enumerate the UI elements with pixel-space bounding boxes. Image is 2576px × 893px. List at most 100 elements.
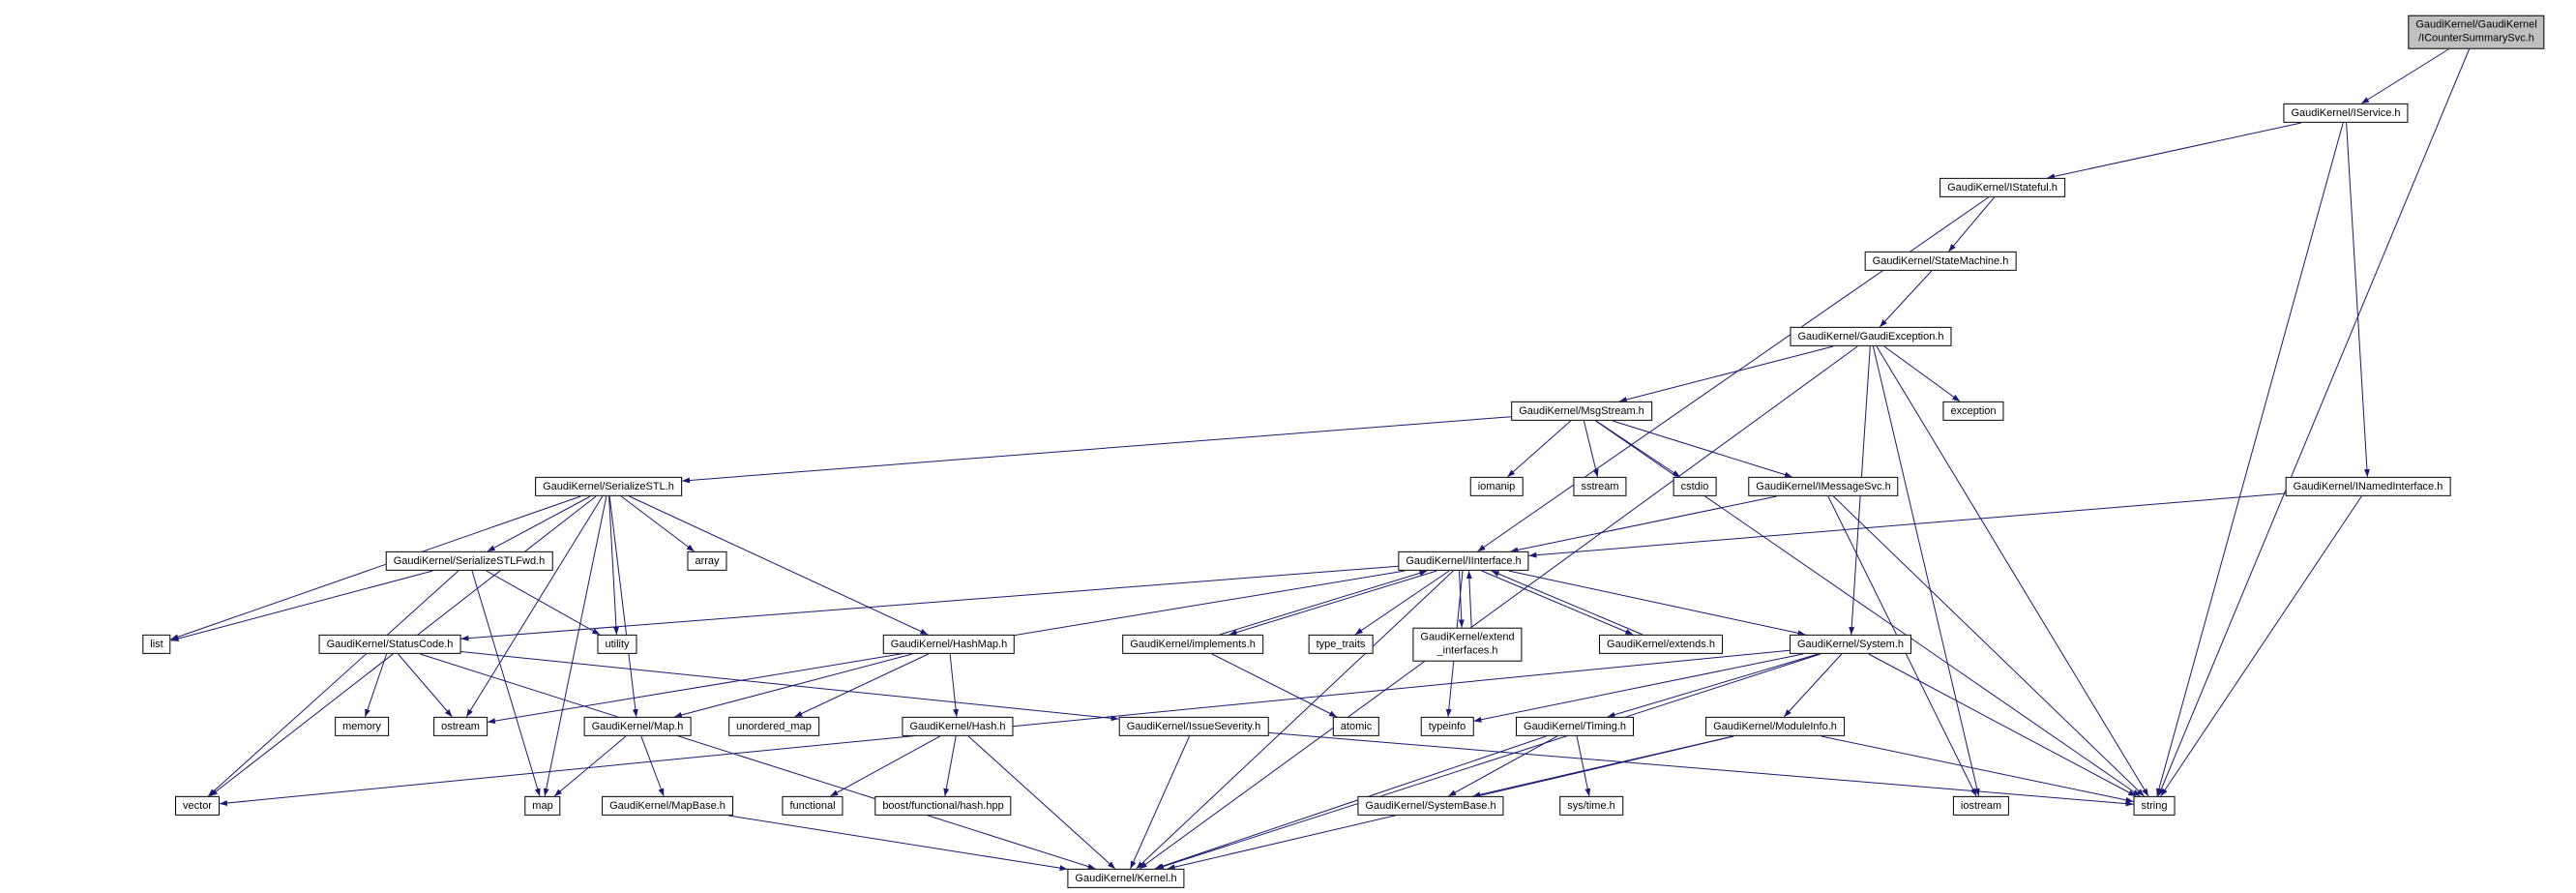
edge-gaudiexception-to-iostream xyxy=(1872,345,1980,797)
node-atomic[interactable]: atomic xyxy=(1332,716,1380,737)
node-moduleinfo[interactable]: GaudiKernel/ModuleInfo.h xyxy=(1705,716,1845,737)
node-iservice[interactable]: GaudiKernel/IService.h xyxy=(2283,103,2409,124)
edge-gaudiexception-to-kernel xyxy=(1139,345,1858,870)
edge-iinterface-to-statuscode xyxy=(460,565,1399,641)
node-typeinfo[interactable]: typeinfo xyxy=(1420,716,1474,737)
node-system[interactable]: GaudiKernel/System.h xyxy=(1789,634,1912,655)
node-array[interactable]: array xyxy=(687,551,727,572)
edge-statemachine-to-gaudiexception xyxy=(1879,270,1933,328)
edge-hash-to-boost_hash xyxy=(943,735,957,797)
edge-iinterface-to-implements xyxy=(1229,570,1437,636)
edge-iservice-to-inamedinterface xyxy=(2346,122,2370,478)
edge-inamedinterface-to-string xyxy=(2160,495,2362,797)
node-inamedinterface[interactable]: GaudiKernel/INamedInterface.h xyxy=(2285,476,2451,497)
edge-iinterface-to-extends xyxy=(1481,570,1634,636)
node-gaudiexception[interactable]: GaudiKernel/GaudiException.h xyxy=(1790,326,1952,347)
node-mapbase[interactable]: GaudiKernel/MapBase.h xyxy=(602,795,733,817)
edge-implements-to-atomic xyxy=(1211,653,1338,718)
edge-inamedinterface-to-iinterface xyxy=(1528,492,2286,558)
edge-system-to-kernel xyxy=(1155,653,1821,870)
node-utility[interactable]: utility xyxy=(597,634,637,655)
edge-extends-to-iinterface xyxy=(1491,570,1643,636)
node-vector[interactable]: vector xyxy=(175,795,220,817)
node-kernel[interactable]: GaudiKernel/Kernel.h xyxy=(1067,868,1185,889)
node-timing[interactable]: GaudiKernel/Timing.h xyxy=(1516,716,1634,737)
edge-issueseverity-to-kernel xyxy=(1130,735,1190,870)
node-sstream[interactable]: sstream xyxy=(1573,476,1627,497)
edge-msgstream-to-iomanip xyxy=(1506,420,1572,478)
node-hash[interactable]: GaudiKernel/Hash.h xyxy=(902,716,1014,737)
edge-iservice-to-string xyxy=(2156,122,2344,797)
node-statuscode[interactable]: GaudiKernel/StatusCode.h xyxy=(318,634,461,655)
node-memory[interactable]: memory xyxy=(335,716,389,737)
edge-serializestl-to-hashmap xyxy=(629,495,929,636)
edge-system-to-typeinfo xyxy=(1473,653,1803,723)
edge-hashmap-to-unordered_map xyxy=(794,653,929,718)
node-issueseverity[interactable]: GaudiKernel/IssueSeverity.h xyxy=(1118,716,1269,737)
node-list[interactable]: list xyxy=(142,634,171,655)
edge-iinterface-to-system xyxy=(1508,570,1806,637)
edge-gaudiexception-to-exception xyxy=(1883,345,1961,402)
edge-mapbase-to-kernel xyxy=(728,815,1068,872)
edge-serializestl-to-serializestlfwd xyxy=(487,495,591,552)
node-implements[interactable]: GaudiKernel/implements.h xyxy=(1122,634,1263,655)
edge-imessagesvc-to-string xyxy=(1833,495,2145,797)
node-imessagesvc[interactable]: GaudiKernel/IMessageSvc.h xyxy=(1748,476,1899,497)
node-map[interactable]: map xyxy=(524,795,561,817)
node-istateful[interactable]: GaudiKernel/IStateful.h xyxy=(1939,177,2065,198)
edge-serializestlfwd-to-utility xyxy=(486,570,601,636)
node-map_h[interactable]: GaudiKernel/Map.h xyxy=(583,716,692,737)
node-icountersummarysvc[interactable]: GaudiKernel/GaudiKernel /ICounterSummary… xyxy=(2408,15,2545,49)
edge-iinterface-to-type_traits xyxy=(1354,570,1450,636)
edge-statuscode-to-memory xyxy=(364,653,388,718)
edge-icountersummarysvc-to-string xyxy=(2157,48,2471,797)
edge-serializestl-to-utility xyxy=(608,495,619,636)
edge-serializestl-to-map_h xyxy=(608,495,638,718)
node-systembase[interactable]: GaudiKernel/SystemBase.h xyxy=(1357,795,1504,817)
node-boost_hash[interactable]: boost/functional/hash.hpp xyxy=(874,795,1012,817)
edge-serializestl-to-map xyxy=(543,495,607,797)
edge-imessagesvc-to-iinterface xyxy=(1510,495,1777,553)
edge-issueseverity-to-string xyxy=(1268,731,2134,807)
node-serializestl[interactable]: GaudiKernel/SerializeSTL.h xyxy=(535,476,682,497)
node-unordered_map[interactable]: unordered_map xyxy=(728,716,819,737)
node-extends[interactable]: GaudiKernel/extends.h xyxy=(1599,634,1723,655)
node-sys_time[interactable]: sys/time.h xyxy=(1559,795,1623,817)
node-serializestlfwd[interactable]: GaudiKernel/SerializeSTLFwd.h xyxy=(385,551,553,572)
node-extend_interfaces[interactable]: GaudiKernel/extend _interfaces.h xyxy=(1412,627,1523,662)
edge-system-to-moduleinfo xyxy=(1783,653,1843,718)
edge-icountersummarysvc-to-iservice xyxy=(2360,48,2450,104)
edge-hash-to-functional xyxy=(830,735,940,797)
edge-statuscode-to-issueseverity xyxy=(460,651,1119,722)
edge-istateful-to-statemachine xyxy=(1948,196,1995,253)
node-type_traits[interactable]: type_traits xyxy=(1308,634,1374,655)
node-ostream[interactable]: ostream xyxy=(433,716,488,737)
edge-timing-to-systembase xyxy=(1447,735,1558,797)
node-functional[interactable]: functional xyxy=(782,795,844,817)
edge-serializestl-to-list xyxy=(170,495,581,640)
edge-timing-to-kernel xyxy=(1154,735,1547,870)
edge-msgstream-to-cstdio xyxy=(1595,420,1681,478)
edge-serializestlfwd-to-map xyxy=(471,570,541,797)
edge-gaudiexception-to-string xyxy=(1876,345,2149,797)
node-iinterface[interactable]: GaudiKernel/IInterface.h xyxy=(1398,551,1529,572)
node-iomanip[interactable]: iomanip xyxy=(1469,476,1524,497)
edge-msgstream-to-serializestl xyxy=(681,416,1512,484)
edge-serializestlfwd-to-list xyxy=(170,570,433,641)
node-exception[interactable]: exception xyxy=(1942,401,2004,422)
edge-hashmap-to-hash xyxy=(949,653,960,718)
node-string[interactable]: string xyxy=(2133,795,2176,817)
node-msgstream[interactable]: GaudiKernel/MsgStream.h xyxy=(1511,401,1652,422)
edge-msgstream-to-sstream xyxy=(1583,420,1599,478)
node-cstdio[interactable]: cstdio xyxy=(1673,476,1717,497)
edge-hashmap-to-map_h xyxy=(673,653,913,718)
node-hashmap[interactable]: GaudiKernel/HashMap.h xyxy=(882,634,1016,655)
edge-system-to-string xyxy=(1868,653,2137,797)
edge-hash-to-kernel xyxy=(967,735,1116,870)
node-statemachine[interactable]: GaudiKernel/StateMachine.h xyxy=(1864,251,2017,272)
edge-iinterface-to-kernel xyxy=(1136,570,1454,870)
edge-gaudiexception-to-msgstream xyxy=(1618,345,1834,402)
node-iostream[interactable]: iostream xyxy=(1952,795,2010,817)
